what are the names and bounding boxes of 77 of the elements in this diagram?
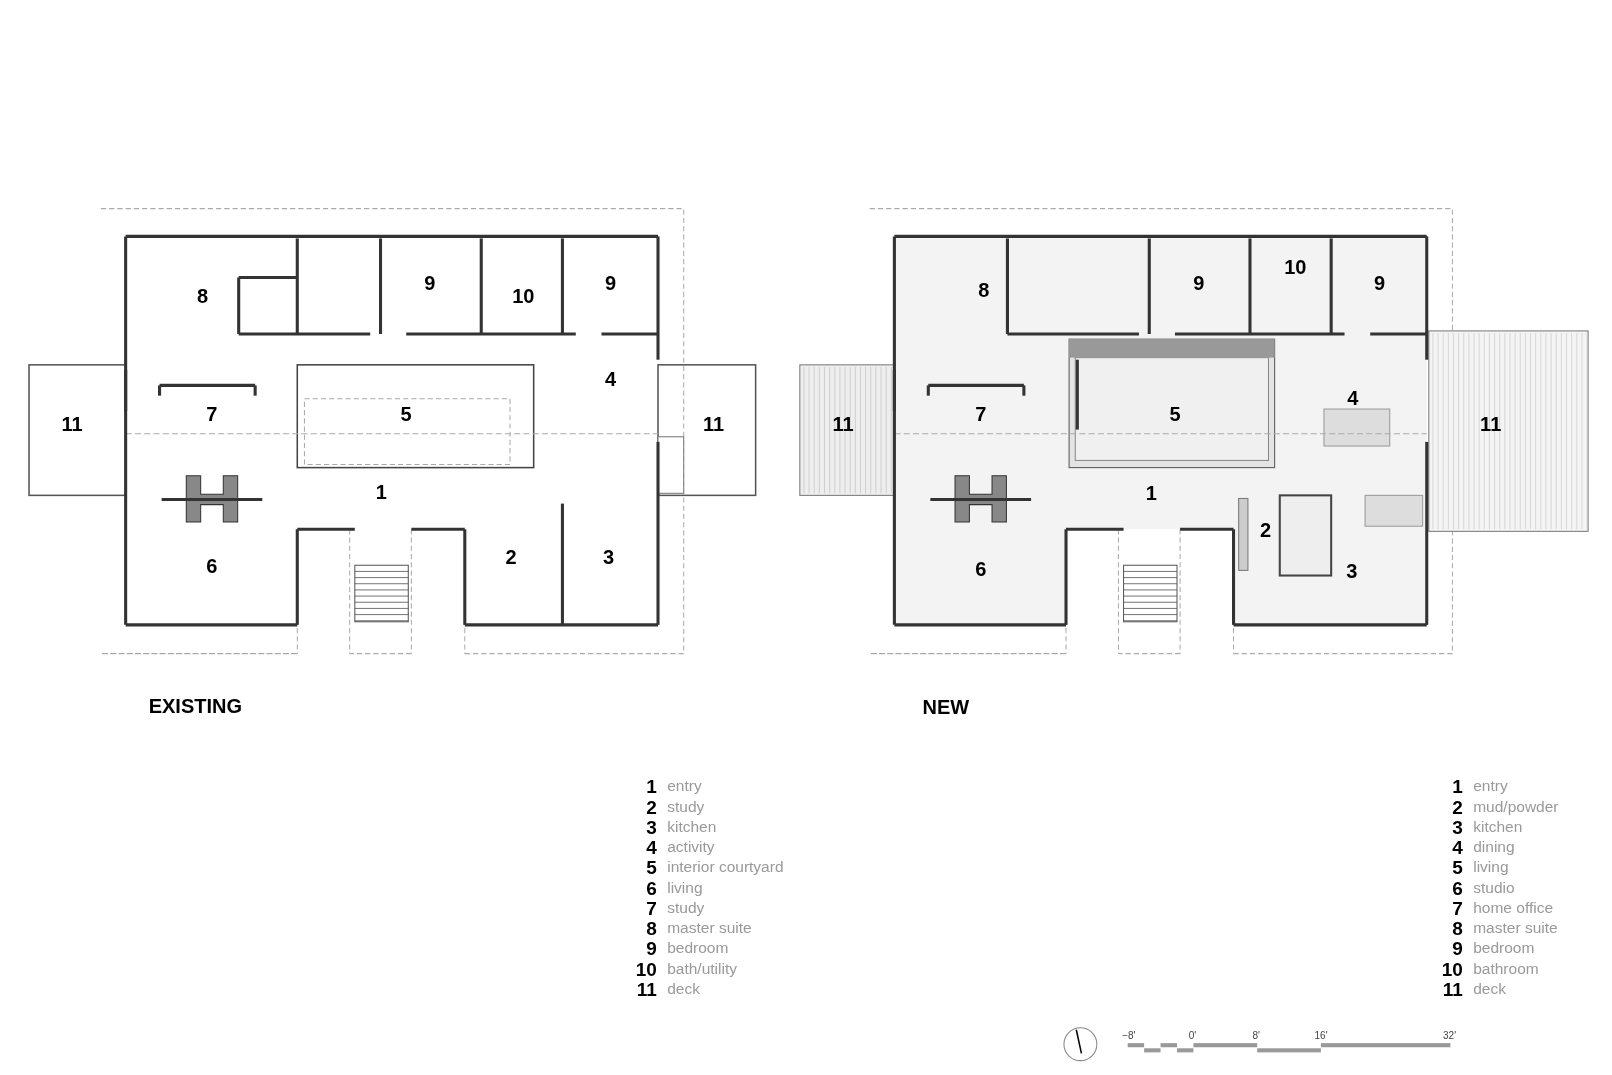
- legend-text: master suite: [1473, 920, 1558, 936]
- legend-text: studio: [1473, 879, 1515, 896]
- scale-label: 8': [1252, 1031, 1260, 1042]
- legend-text: study: [667, 900, 705, 916]
- scale-label: 0': [1188, 1031, 1197, 1042]
- legend-number: 5: [1452, 857, 1463, 877]
- legend-text: deck: [667, 981, 700, 997]
- room-number: 11: [832, 413, 854, 434]
- room-number: 11: [61, 413, 83, 434]
- room-number: 9: [1193, 272, 1205, 293]
- legend-text: living: [667, 879, 703, 896]
- legend-number: 3: [1452, 817, 1463, 837]
- legend-text: master suite: [667, 920, 752, 936]
- legend-text: interior courtyard: [667, 859, 784, 876]
- room-number: 5: [400, 404, 412, 425]
- legend-number: 10: [1441, 959, 1463, 979]
- legend-text: bathroom: [1473, 961, 1539, 977]
- legend-text: dining: [1473, 839, 1515, 855]
- legend-text: entry: [667, 778, 702, 795]
- legend-text: bath/utility: [667, 961, 737, 977]
- room-number: 1: [1145, 483, 1157, 504]
- scale-label: 16': [1314, 1031, 1328, 1042]
- legend-number: 1: [646, 776, 657, 796]
- legend-text: kitchen: [1473, 819, 1523, 835]
- room-number: 9: [605, 272, 617, 293]
- plan-title: EXISTING: [148, 696, 242, 717]
- legend-number: 4: [646, 837, 657, 857]
- legend-number: 7: [1452, 898, 1463, 918]
- legend-text: activity: [667, 839, 715, 855]
- room-number: 9: [1374, 272, 1386, 293]
- legend-number: 9: [646, 939, 657, 958]
- legend-number: 11: [1442, 979, 1463, 999]
- room-number: 5: [1169, 404, 1181, 425]
- room-number: 11: [1480, 413, 1502, 434]
- legend-number: 6: [1452, 878, 1463, 898]
- legend-text: bedroom: [1473, 940, 1535, 957]
- room-number: 1: [375, 482, 387, 503]
- scale-label: −8': [1122, 1031, 1136, 1042]
- plan-title: NEW: [922, 697, 970, 718]
- legend-text: entry: [1473, 778, 1508, 795]
- legend-number: 8: [646, 918, 657, 938]
- room-number: 11: [702, 413, 725, 434]
- legend-number: 2: [1452, 797, 1463, 817]
- legend-text: home office: [1473, 900, 1554, 916]
- room-number: 8: [196, 286, 209, 307]
- room-number: 10: [512, 286, 535, 307]
- legend-number: 1: [1452, 776, 1463, 796]
- legend-number: 4: [1452, 837, 1463, 857]
- room-number: 2: [1259, 520, 1272, 541]
- room-number: 6: [975, 558, 987, 579]
- legend-text: living: [1473, 859, 1509, 876]
- legend-number: 8: [1452, 918, 1463, 938]
- room-number: 3: [1346, 560, 1358, 581]
- scale-label: 32': [1443, 1031, 1457, 1042]
- room-number: 2: [505, 547, 517, 568]
- room-number: 3: [603, 547, 615, 568]
- legend-number: 2: [646, 797, 657, 817]
- legend-text: mud/powder: [1473, 798, 1559, 815]
- legend-number: 3: [646, 817, 657, 837]
- room-number: 8: [978, 279, 990, 300]
- room-number: 6: [206, 556, 218, 577]
- legend-number: 9: [1452, 939, 1463, 958]
- room-number: 7: [206, 404, 218, 425]
- legend-text: study: [667, 798, 705, 815]
- legend-text: bedroom: [667, 940, 729, 957]
- room-number: 4: [605, 369, 617, 390]
- legend-text: deck: [1473, 981, 1506, 997]
- room-number: 10: [1284, 257, 1307, 278]
- legend-number: 7: [646, 898, 657, 918]
- room-number: 9: [424, 272, 436, 293]
- legend-number: 6: [646, 878, 657, 898]
- legend-number: 10: [635, 959, 657, 979]
- legend-text: kitchen: [667, 819, 717, 835]
- legend-number: 11: [636, 979, 657, 999]
- room-number: 7: [975, 404, 987, 425]
- legend-number: 5: [646, 857, 657, 877]
- room-number: 4: [1347, 387, 1359, 408]
